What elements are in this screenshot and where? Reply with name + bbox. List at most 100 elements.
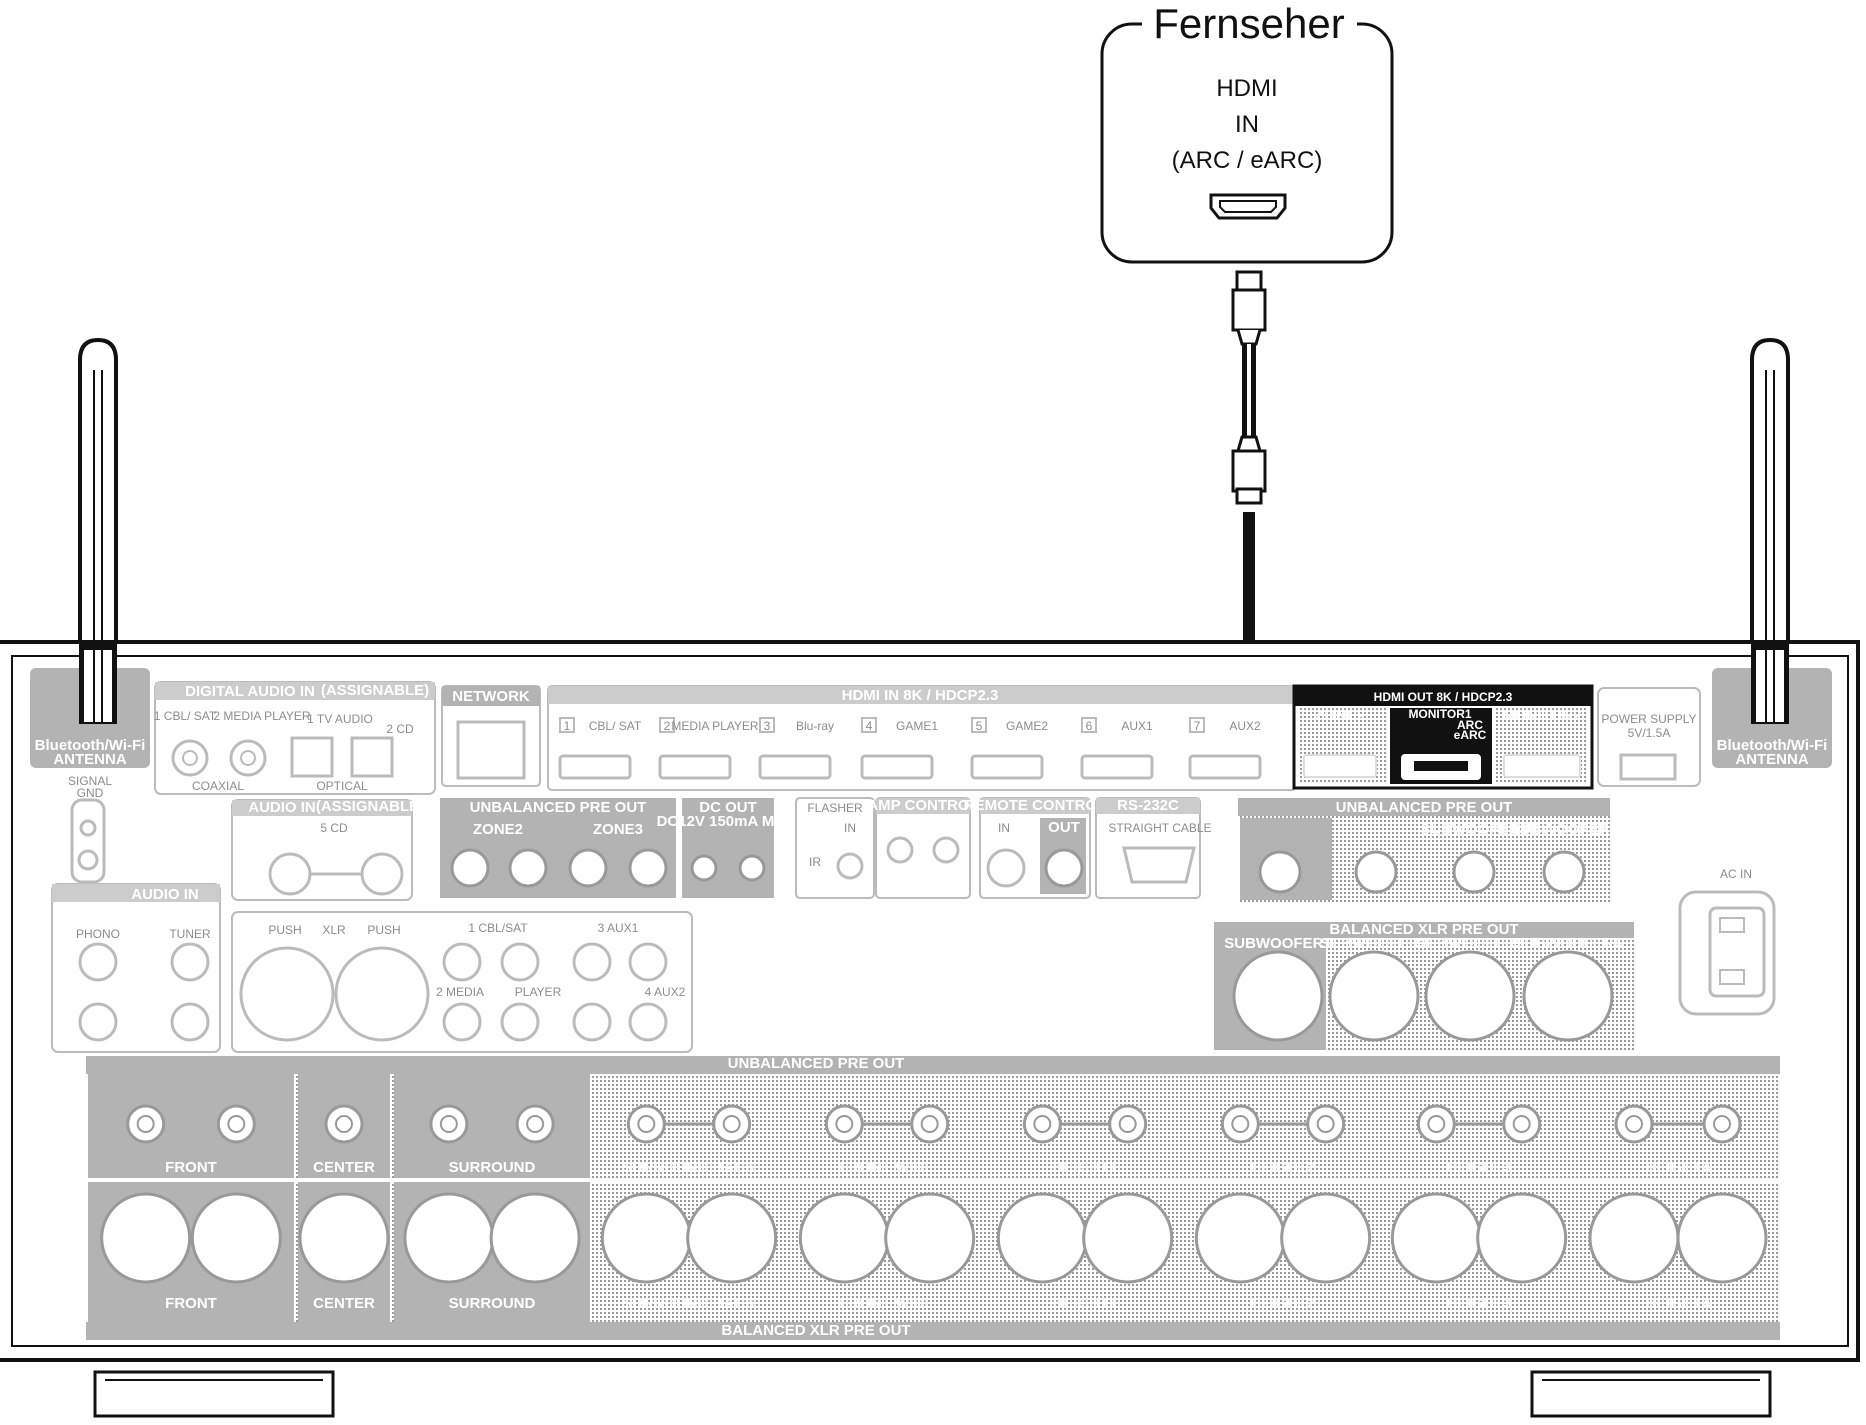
main-unbalanced-title: UNBALANCED PRE OUT — [728, 1055, 905, 1072]
hdmi-out-section: HDMI OUT 8K / HDCP2.3 ZONE2 MONITOR1 ARC… — [1292, 684, 1594, 790]
tv-device: Fernseher HDMI IN (ARC / eARC) — [1100, 0, 1394, 264]
media-label: 2 MEDIA — [436, 985, 484, 999]
rca-jack — [628, 1002, 668, 1042]
ac-in: AC IN — [1678, 867, 1776, 1016]
coaxial-jack-1 — [171, 739, 209, 777]
hdmi-in-port-3: 3 Blu-ray — [758, 717, 834, 780]
channel-label: HEIGHT1 — [1052, 1295, 1117, 1312]
sub-unbalanced-3-label: SUBWOOFER3 — [1420, 821, 1528, 838]
ac-in-label: AC IN — [1720, 867, 1752, 881]
coaxial-jack-2 — [229, 739, 267, 777]
network-title: NETWORK — [452, 688, 530, 705]
hdmi-in-port-name: AUX1 — [1121, 719, 1153, 733]
digital-input-3: 1 TV AUDIO — [307, 712, 373, 726]
amp-control-title: AMP CONTROL — [867, 797, 978, 814]
remote-control-title: REMOTE CONTROL — [964, 797, 1107, 814]
aux1-label: 3 AUX1 — [598, 921, 639, 935]
channel-label: HEIGHT4 — [1645, 1295, 1711, 1312]
channel-label: SURROUND BACK — [622, 1159, 756, 1176]
rca-jack — [442, 1002, 482, 1042]
five-cd-label: 5 CD — [320, 821, 348, 835]
digital-audio-in-title: DIGITAL AUDIO IN — [185, 683, 315, 700]
channel-label: HEIGHT2 — [1250, 1295, 1315, 1312]
hdmi-in-title: HDMI IN 8K / HDCP2.3 — [842, 687, 999, 704]
hdmi-in-port-number: 1 — [564, 719, 571, 733]
phono-label: PHONO — [76, 927, 120, 941]
channel-label: CENTER — [313, 1295, 375, 1312]
zone3-out-label: ZONE3 — [593, 821, 643, 838]
subwoofer-unbalanced-section: UNBALANCED PRE OUT SUBWOOFER3 SUBWOOFER4 — [1238, 798, 1618, 902]
antenna-left-base: Bluetooth/Wi-Fi ANTENNA — [30, 642, 150, 768]
dc-out-section: DC OUT DC12V 150mA MAX. — [657, 798, 799, 898]
subwoofer-balanced-section: BALANCED XLR PRE OUT SUBWOOFER1 SUBWOOFE… — [1214, 921, 1634, 1050]
hdmi-in-port-name: MEDIA PLAYER — [671, 719, 758, 733]
antenna-left — [78, 337, 118, 650]
usb-port — [1619, 753, 1677, 781]
channel-label: FRONT — [165, 1295, 217, 1312]
hdmi-in-port-number: 5 — [976, 719, 983, 733]
optical-label: OPTICAL — [316, 779, 368, 793]
channel-label: HEIGHT1 — [1052, 1159, 1117, 1176]
digital-input-1: 1 CBL/ SAT — [154, 709, 217, 723]
sub-balanced-3-label: SUBWOOFER3 — [1416, 935, 1524, 952]
rca-jack — [500, 1002, 540, 1042]
antenna-left-label-1: Bluetooth/Wi-Fi — [35, 737, 146, 754]
signal-gnd-label-2: GND — [77, 786, 104, 800]
push-label-2: PUSH — [367, 923, 400, 937]
hdmi-in-port-number: 7 — [1194, 719, 1201, 733]
channel-blocks: FRONTFRONTCENTERCENTERSURROUNDSURROUNDSU… — [88, 1074, 1768, 1322]
zone-pre-out-section: UNBALANCED PRE OUT ZONE2 ZONE3 — [440, 798, 676, 898]
hdmi-out-zone2-label: ZONE2 — [1315, 707, 1365, 724]
channel-label: SURROUND — [449, 1295, 536, 1312]
hdmi-out-title: HDMI OUT 8K / HDCP2.3 — [1374, 690, 1513, 704]
antenna-right-label-1: Bluetooth/Wi-Fi — [1717, 737, 1828, 754]
hdmi-in-port-number: 2 — [664, 719, 671, 733]
channel-label: SURROUND — [449, 1159, 536, 1176]
signal-gnd-label-1: SIGNAL — [68, 774, 112, 788]
audio-in-sub-title: AUDIO IN — [131, 886, 199, 903]
flasher-in: IN — [844, 821, 856, 835]
rca-jack — [442, 942, 482, 982]
remote-out: OUT — [1048, 819, 1080, 836]
power-supply-label-1: POWER SUPPLY — [1601, 712, 1696, 726]
coaxial-label: COAXIAL — [192, 779, 244, 793]
network-section: NETWORK — [441, 685, 541, 787]
digital-audio-in-section: DIGITAL AUDIO IN (ASSIGNABLE) 1 CBL/ SAT… — [154, 681, 436, 795]
xlr-label: XLR — [322, 923, 346, 937]
channel-label: FRONT WIDE — [840, 1295, 935, 1312]
audio-in-cd-xlr: AUDIO IN (ASSIGNABLE) 5 CD XLR PUSH PUSH… — [231, 798, 693, 1053]
hdmi-in-port-name: GAME1 — [896, 719, 938, 733]
audio-in-phono-tuner: AUDIO IN PHONO TUNER — [51, 883, 221, 1053]
audio-in-title: AUDIO IN — [248, 799, 316, 816]
hdmi-out-monitor2-label: MONITOR2 — [1503, 707, 1582, 724]
channel-label: HEIGHT3 — [1446, 1159, 1511, 1176]
hdmi-in-port-number: 6 — [1086, 719, 1093, 733]
channel-label: HEIGHT2 — [1250, 1159, 1315, 1176]
push-label-1: PUSH — [268, 923, 301, 937]
antenna-right — [1750, 337, 1790, 650]
optical-jack-2 — [350, 736, 394, 778]
power-supply-section: POWER SUPPLY 5V/1.5A — [1597, 687, 1701, 787]
sub-balanced-1-label: SUBWOOFER1 — [1224, 935, 1332, 952]
antenna-right-base: Bluetooth/Wi-Fi ANTENNA — [1712, 642, 1832, 768]
hdmi-in-port-name: Blu-ray — [796, 719, 834, 733]
channel-4: SURROUND BACK SURROUND BACK — [600, 1104, 778, 1312]
tuner-label: TUNER — [169, 927, 211, 941]
channel-3: SURROUND SURROUND — [394, 1074, 590, 1322]
main-balanced-title: BALANCED XLR PRE OUT — [721, 1322, 910, 1339]
cbl-sat-label: 1 CBL/SAT — [468, 921, 528, 935]
zone-pre-out-title: UNBALANCED PRE OUT — [470, 799, 647, 816]
channel-label: SURROUND BACK — [622, 1295, 756, 1312]
hdmi-in-port-number: 3 — [764, 719, 771, 733]
flasher-title: FLASHER — [807, 801, 863, 815]
channel-label: HEIGHT4 — [1645, 1159, 1711, 1176]
